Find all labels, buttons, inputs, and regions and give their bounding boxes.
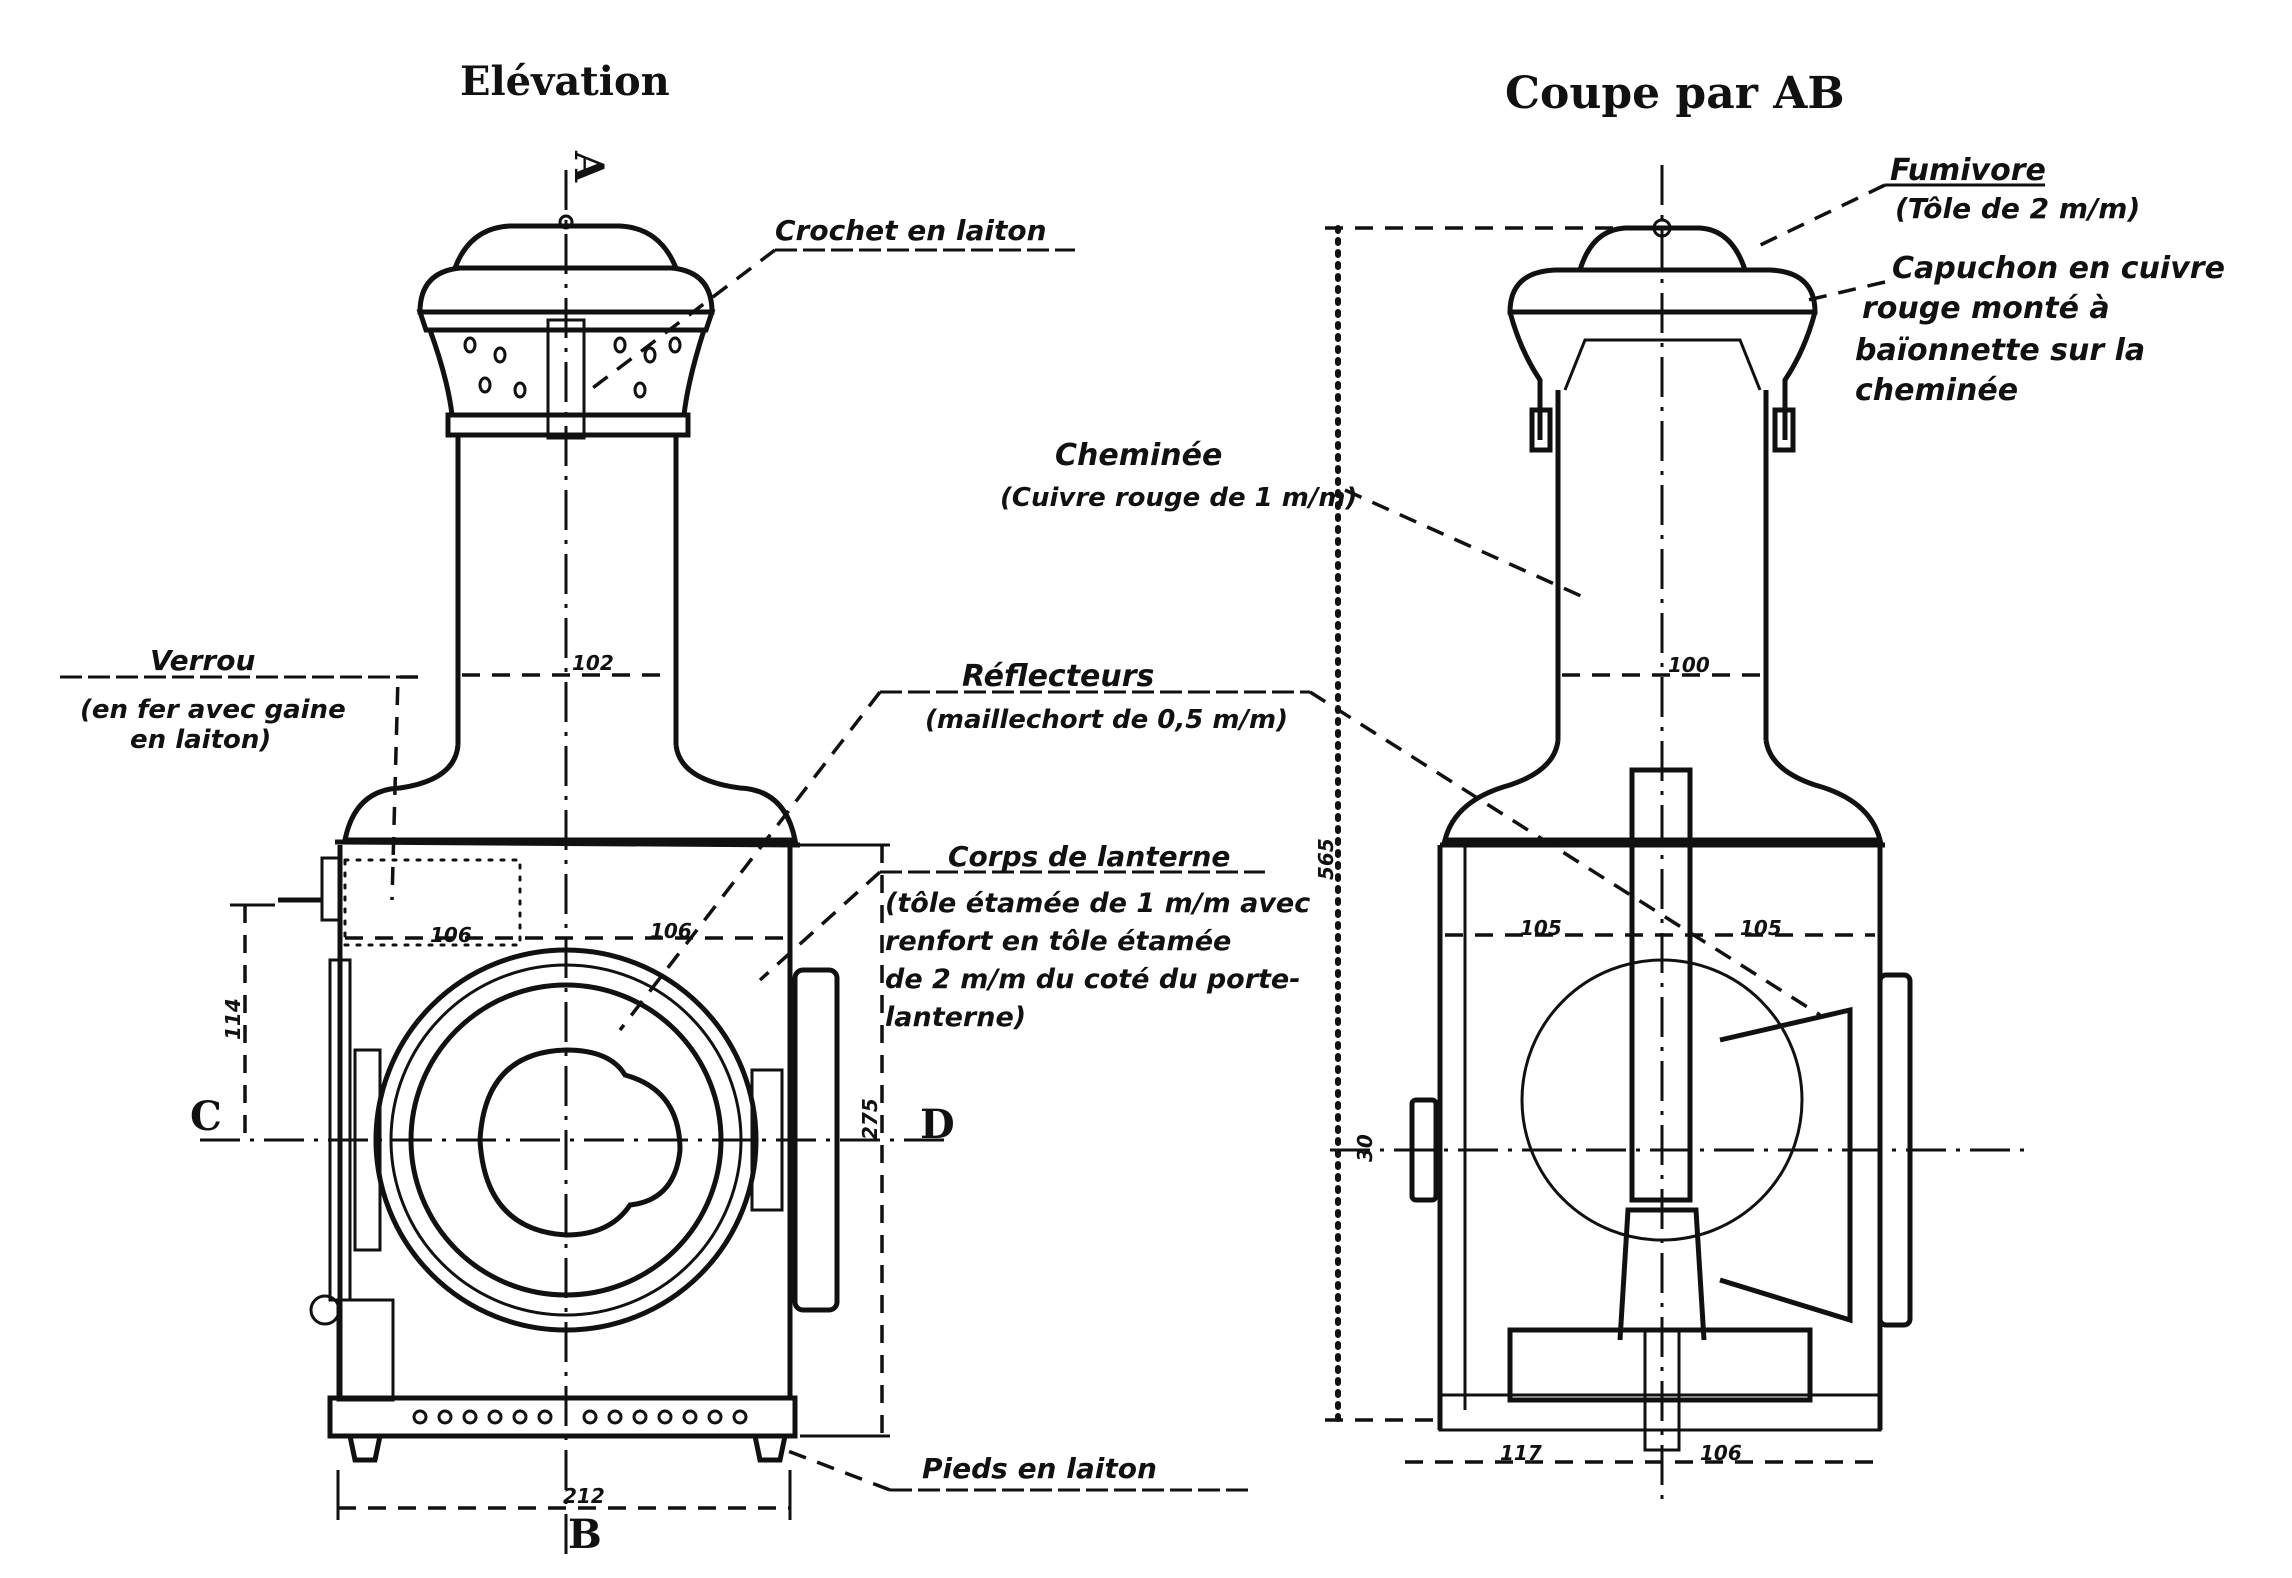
dim-100: 100 [1668, 653, 1710, 677]
leader-cheminee [1344, 488, 1591, 602]
hook-ring [558, 214, 574, 230]
label-reflecteurs-detail: (maillechort de 0,5 m/m) [925, 705, 1288, 735]
leader-capuchon [1807, 280, 1886, 302]
dim-105-left: 105 [1520, 916, 1562, 940]
section-hook-ring [1652, 218, 1672, 238]
burner [1617, 1207, 1707, 1341]
inner-flue [1629, 767, 1693, 1203]
label-capuchon-1: Capuchon en cuivre [1892, 251, 2225, 286]
dim-114: 114 [221, 998, 245, 1040]
leader-pieds [779, 1446, 891, 1492]
label-fumivore: Fumivore [1890, 153, 2046, 188]
dim-117: 117 [1500, 1441, 1542, 1465]
label-corps-2: renfort en tôle étamée [885, 926, 1231, 957]
cap-rim [417, 265, 715, 315]
hinge-plate [353, 1048, 382, 1252]
mark-a: A [565, 150, 612, 183]
base-band [327, 1395, 798, 1439]
dim-30: 30 [1353, 1134, 1377, 1162]
dim-102: 102 [572, 651, 614, 675]
bayonet-right [1772, 407, 1796, 453]
fumivore-shell [1577, 225, 1748, 271]
dim-275: 275 [858, 1098, 882, 1140]
door-ring-outer [373, 947, 759, 1333]
label-corps: Corps de lanterne [948, 840, 1230, 873]
reflector-cone [1719, 1006, 1853, 1324]
latch-right [750, 1068, 784, 1212]
leader-crochet [588, 248, 777, 392]
wick-tube [1643, 1328, 1681, 1452]
label-pieds: Pieds en laiton [922, 1452, 1157, 1485]
label-corps-1: (tôle étamée de 1 m/m avec [885, 888, 1310, 919]
leader-reflecteurs-left [618, 690, 882, 1032]
section-shoulder [1441, 739, 1884, 843]
section-view: 100 105 105 565 30 117 106 [1314, 165, 2030, 1500]
section-porte-lanterne [1877, 972, 1913, 1328]
reflector-disc [1520, 958, 1804, 1242]
label-cheminee: Cheminée [1055, 438, 1222, 473]
capuchon-rim [1507, 267, 1818, 315]
label-reflecteurs: Réflecteurs [962, 659, 1154, 694]
body-top-rim [334, 839, 801, 848]
base-holes [412, 1409, 748, 1425]
dim-106-left: 106 [430, 923, 472, 947]
label-fumivore-detail: (Tôle de 2 m/m) [1895, 192, 2140, 225]
dim-106-right: 106 [650, 919, 692, 943]
dim-212: 212 [563, 1484, 605, 1508]
foot-left [347, 1435, 383, 1463]
elevation-annotations: Crochet en laiton Verrou (en fer avec ga… [60, 214, 1821, 1492]
label-capuchon-4: cheminée [1855, 373, 2018, 408]
section-title: Coupe par AB [1505, 68, 1845, 119]
elevation-title: Elévation [460, 58, 670, 105]
cap-vent-holes [463, 336, 682, 399]
oil-reservoir [1507, 1327, 1813, 1403]
capuchon-sides [1507, 311, 1818, 440]
hook-strap [546, 318, 586, 440]
bayonet-left [1529, 407, 1553, 453]
leader-fumivore [1749, 183, 1886, 252]
side-box [336, 1298, 395, 1402]
side-knob [309, 1294, 341, 1326]
cap-top [451, 223, 680, 271]
door-ring-mid [389, 963, 743, 1317]
label-verrou-detail-1: (en fer avec gaine [80, 695, 346, 725]
inner-cone [1563, 338, 1762, 391]
section-base-band [1438, 1393, 1882, 1432]
mark-d: D [920, 1101, 955, 1148]
label-corps-3: de 2 m/m du coté du porte- [885, 964, 1300, 995]
cap-collar [445, 412, 691, 438]
leader-reflecteurs-right [1309, 690, 1821, 1017]
label-capuchon-2: rouge monté à [1862, 291, 2110, 326]
mark-b: B [568, 1511, 602, 1558]
bolt-outline [343, 858, 522, 947]
label-corps-4: lanterne) [885, 1002, 1026, 1033]
label-verrou: Verrou [150, 644, 255, 677]
label-crochet: Crochet en laiton [775, 214, 1047, 247]
porte-lanterne [792, 967, 840, 1313]
body-shoulder [341, 744, 799, 843]
section-latch [1409, 1097, 1439, 1203]
bolt-handle [320, 856, 342, 922]
cap-band [416, 309, 716, 333]
dim-106: 106 [1700, 1441, 1742, 1465]
leader-corps [758, 870, 882, 982]
elevation-view: A B C D 102 [190, 150, 955, 1558]
label-cheminee-detail: (Cuivre rouge de 1 m/m) [1000, 483, 1357, 513]
reflector-opening [477, 1047, 683, 1238]
foot-right [752, 1435, 788, 1463]
label-capuchon-3: baïonnette sur la [1855, 333, 2145, 368]
mark-c: C [190, 1093, 222, 1140]
section-annotations: Fumivore (Tôle de 2 m/m) Capuchon en cui… [1000, 153, 2225, 602]
leader-verrou [390, 675, 418, 901]
label-verrou-detail-2: en laiton) [130, 725, 271, 755]
door-ring-inner [408, 982, 724, 1298]
dim-565: 565 [1314, 838, 1338, 880]
dim-105-right: 105 [1740, 916, 1782, 940]
